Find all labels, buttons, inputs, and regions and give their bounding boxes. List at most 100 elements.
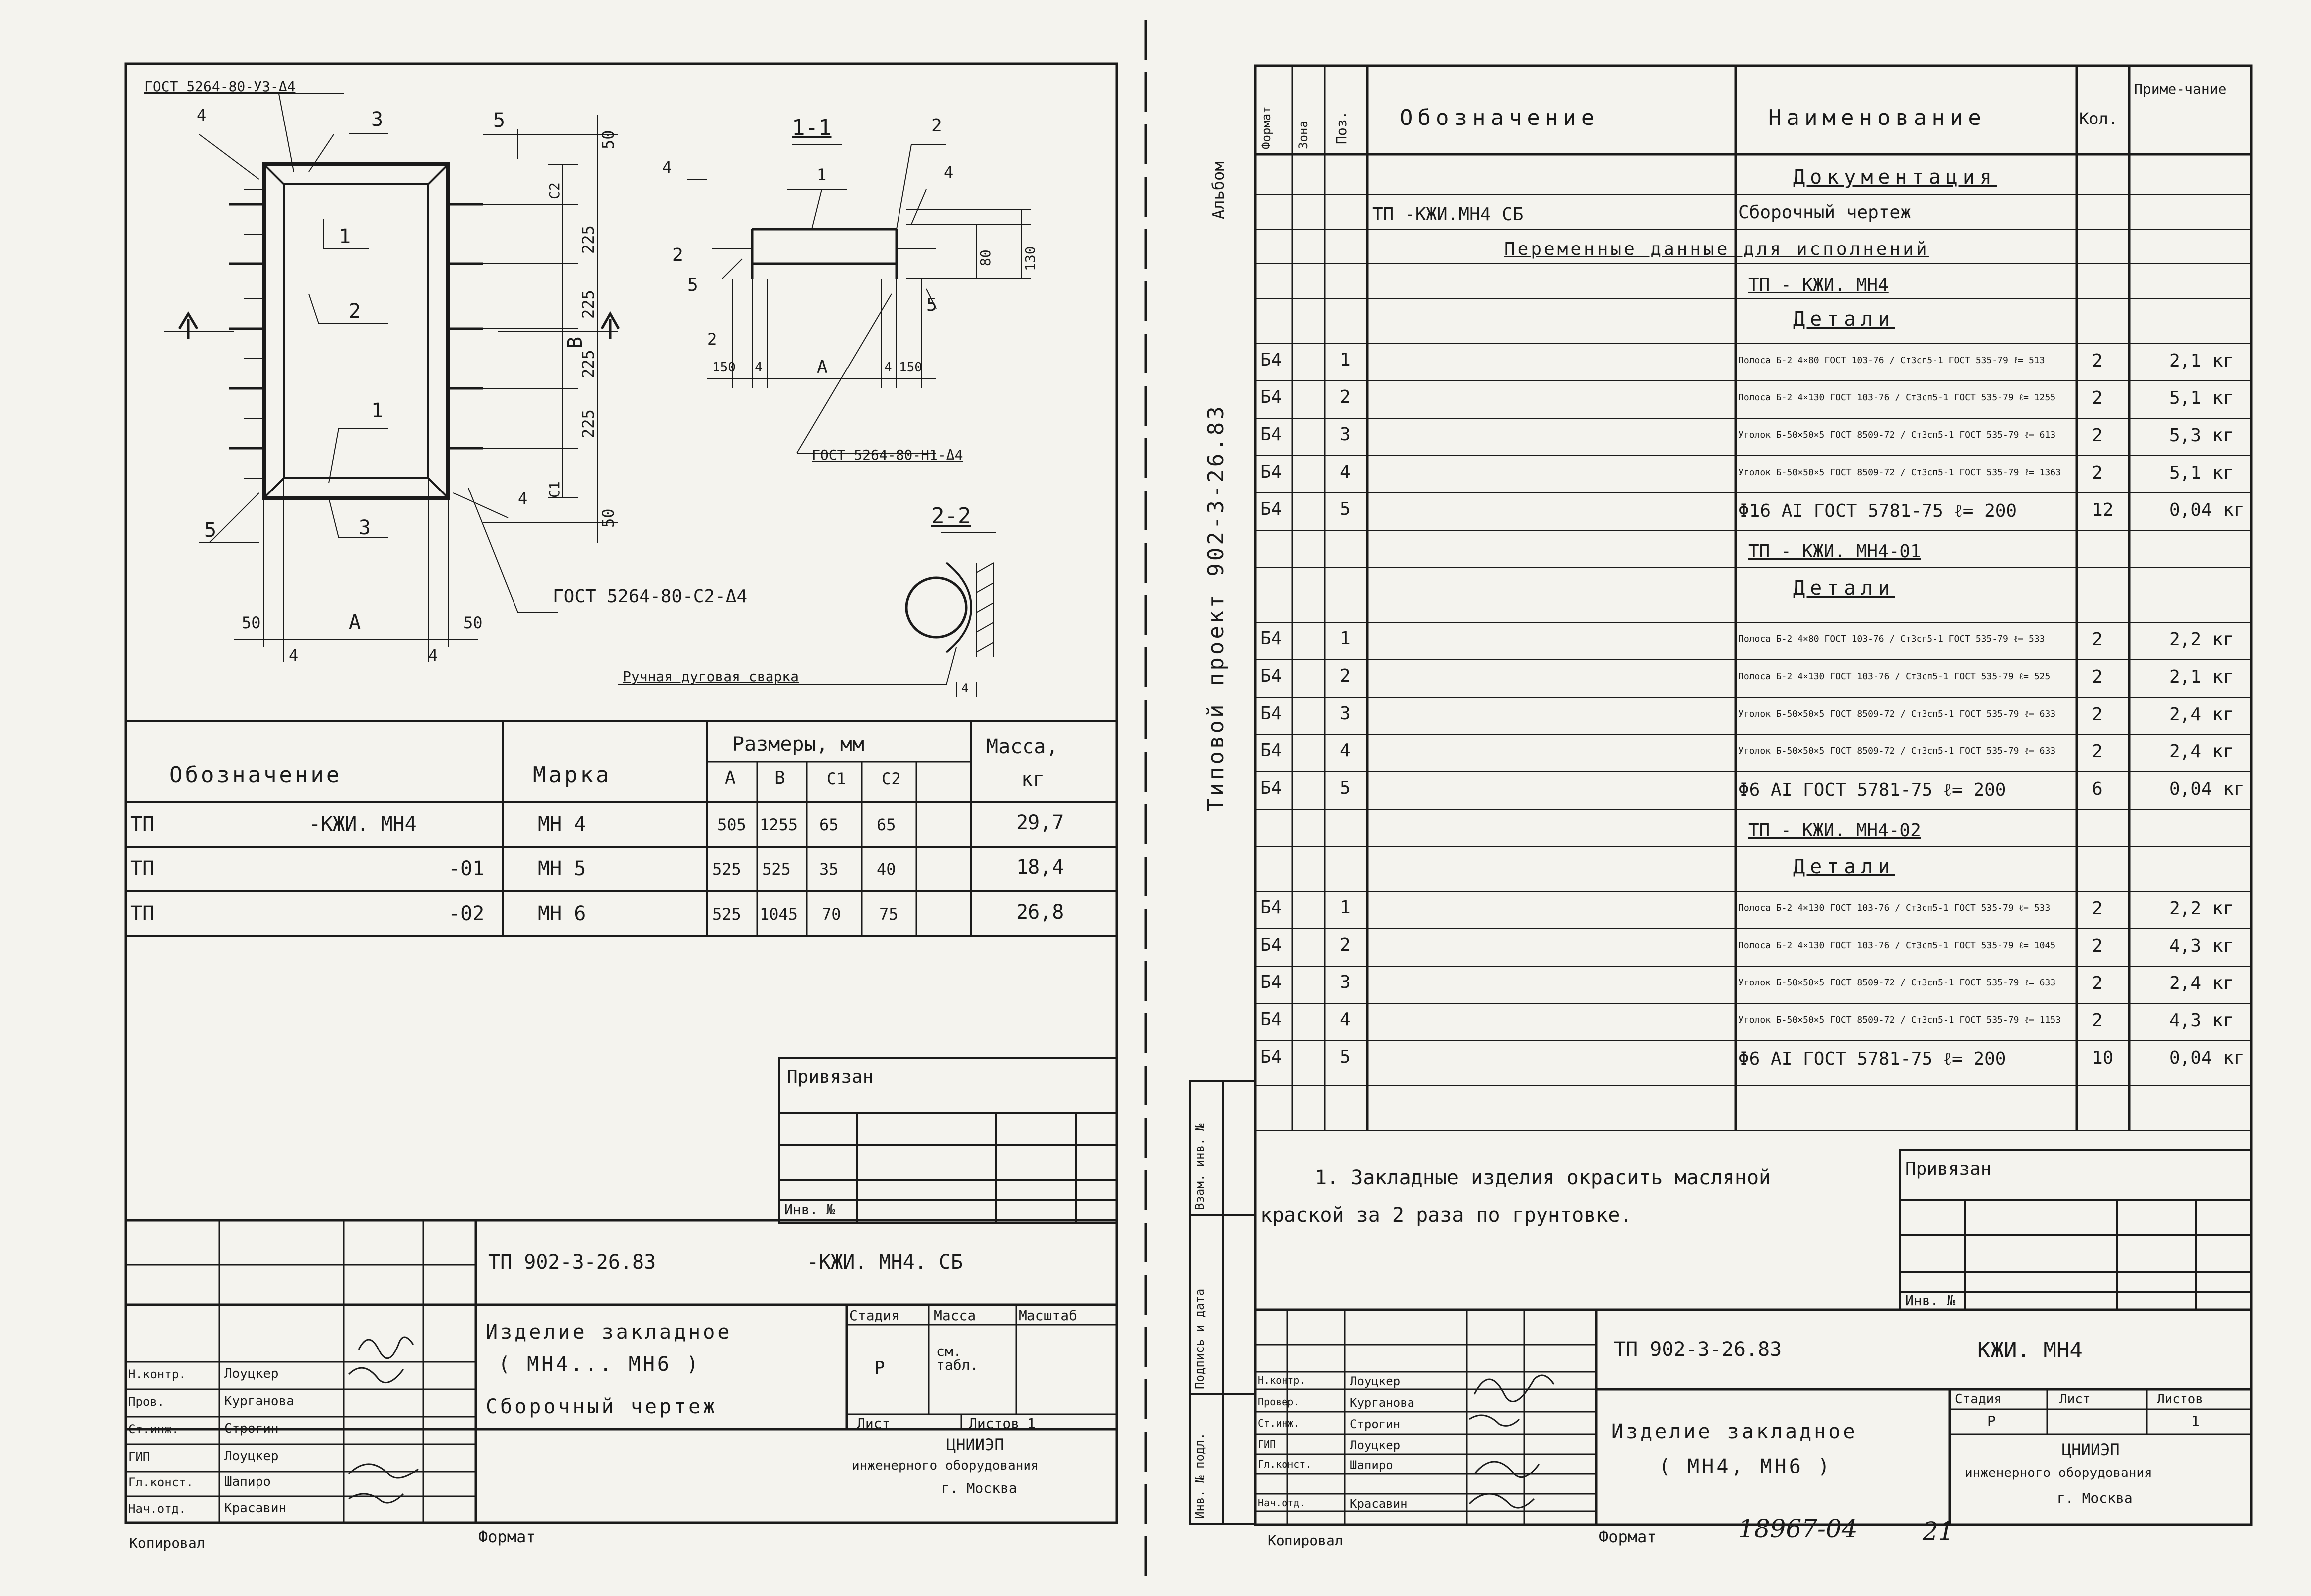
role-label: Пров.: [128, 1395, 165, 1409]
org-dept-left: инженерного оборудования: [852, 1458, 1039, 1473]
dim-50-right: 50: [463, 614, 483, 632]
signatory-name: Курганова: [224, 1394, 294, 1409]
role-label: Провер.: [1258, 1396, 1300, 1408]
sheets-value-right: 1: [2191, 1413, 2200, 1429]
table-header-c1: C1: [827, 769, 846, 788]
dim-4-right: 4: [428, 646, 438, 665]
spec-format-cell: Б4: [1260, 935, 1282, 955]
signatory-name: Лоуцкер: [224, 1366, 279, 1381]
org-city-left: г. Москва: [941, 1480, 1017, 1496]
spec-qty-cell: 2: [2092, 936, 2103, 956]
row-mark: МН 6: [538, 902, 586, 925]
org-city-right: г. Москва: [2057, 1490, 2133, 1506]
signatory-name: Курганова: [1350, 1396, 1415, 1410]
spec-note-cell: 0,04 кг: [2169, 1048, 2245, 1068]
spec-pos-cell: 3: [1340, 424, 1351, 445]
dim-b-plan: B: [564, 336, 587, 349]
row-mass: 29,7: [1016, 811, 1064, 834]
spec-note-cell: 2,4 кг: [2169, 704, 2234, 725]
spec-name-cell: Полоса Б-2 4×130 ГОСТ 103-76 / Ст3сп5-1 …: [1738, 392, 2056, 403]
pos-5-lower-label: 5: [204, 519, 217, 542]
bound-box-inv-left: Инв. №: [784, 1201, 835, 1218]
spec-pos-cell: 5: [1340, 1047, 1351, 1067]
spec-name-cell: Сборочный чертеж: [1738, 202, 1911, 223]
role-label: Н.контр.: [128, 1367, 186, 1381]
spec-pos-cell: 1: [1340, 628, 1351, 649]
stage-value-right: Р: [1987, 1413, 1996, 1429]
format-label-right: Формат: [1599, 1527, 1657, 1546]
spec-header-format: Формат: [1259, 106, 1273, 149]
title-block-code-suffix-right: КЖИ. МН4: [1977, 1338, 2083, 1363]
spec-name-cell: Уголок Б-50×50×5 ГОСТ 8509-72 / Ст3сп5-1…: [1738, 746, 2056, 756]
pos-1-lower-label: 1: [371, 399, 384, 422]
signatory-name: Лоуцкер: [224, 1449, 279, 1464]
stage-label-right: Стадия: [1955, 1392, 2002, 1407]
spec-format-cell: Б4: [1260, 350, 1282, 370]
dim-4-left: 4: [289, 646, 299, 665]
item-title-right: Изделие закладное: [1611, 1420, 1858, 1443]
row-mass: 18,4: [1016, 856, 1064, 879]
spec-pos-cell: 2: [1340, 387, 1351, 407]
spec-name-cell: Полоса Б-2 4×130 ГОСТ 103-76 / Ст3сп5-1 …: [1738, 903, 2051, 913]
item-title-left: Изделие закладное: [486, 1321, 732, 1344]
pos-4-section: 4: [662, 158, 672, 177]
stage-label-left: Стадия: [849, 1307, 900, 1324]
spec-format-cell: Б4: [1260, 778, 1282, 798]
spec-note-cell: 4,3 кг: [2169, 936, 2234, 956]
spec-qty-cell: 10: [2092, 1048, 2114, 1068]
section-pos-2: 2: [931, 116, 942, 136]
section-pos-4: 4: [944, 163, 954, 182]
section-1-1-label: 1-1: [792, 115, 832, 140]
spec-name-cell: Полоса Б-2 4×130 ГОСТ 103-76 / Ст3сп5-1 …: [1738, 940, 2056, 951]
row-c1: 65: [819, 815, 839, 834]
table-header-mass: Масса,: [986, 736, 1058, 758]
spec-format-cell: Б4: [1260, 740, 1282, 761]
row-c2: 65: [877, 815, 896, 834]
spec-pos-cell: 4: [1340, 1009, 1351, 1030]
weld-corner-label: ГОСТ 5264-80-С2-Δ4: [553, 586, 748, 607]
spec-name-cell: Φ16 AI ГОСТ 5781-75 ℓ= 200: [1738, 501, 2017, 521]
spec-name-cell: Уголок Б-50×50×5 ГОСТ 8509-72 / Ст3сп5-1…: [1738, 430, 2056, 440]
dim-225-2: 225: [579, 290, 598, 319]
spec-header-name: Наименование: [1768, 105, 1986, 130]
spec-note-cell: 5,3 кг: [2169, 425, 2234, 446]
row-b: 525: [762, 860, 791, 879]
spec-pos-cell: 5: [1340, 499, 1351, 519]
role-label: Ст.инж.: [1258, 1417, 1300, 1429]
pos-2-label: 2: [349, 300, 361, 323]
spec-pos-cell: 5: [1340, 778, 1351, 798]
row-mass: 26,8: [1016, 901, 1064, 924]
section-dim-130: 130: [1022, 246, 1038, 271]
spec-name-cell: Φ6 AI ГОСТ 5781-75 ℓ= 200: [1738, 1049, 2006, 1069]
spec-qty-cell: 2: [2092, 388, 2103, 408]
doc-type-left: Сборочный чертеж: [486, 1395, 718, 1418]
spec-row-lines: [1255, 194, 2251, 1131]
spec-qty-cell: 6: [2092, 779, 2103, 799]
title-block-code-right: ТП 902-3-26.83: [1614, 1338, 1782, 1361]
spec-header-designation: Обозначение: [1400, 105, 1600, 130]
spec-pos-cell: 3: [1340, 972, 1351, 992]
spec-format-cell: Б4: [1260, 703, 1282, 724]
spec-name-cell: Уголок Б-50×50×5 ГОСТ 8509-72 / Ст3сп5-1…: [1738, 978, 2056, 988]
scale-label-left: Масштаб: [1019, 1307, 1078, 1324]
spec-qty-cell: 2: [2092, 667, 2103, 687]
role-label: Ст.инж.: [128, 1422, 179, 1436]
signatory-name: Красавин: [1350, 1497, 1408, 1511]
dim-c1-plan: C1: [546, 481, 563, 498]
sheet-label-left: Лист: [857, 1415, 891, 1432]
item-title-2-right: ( МН4, МН6 ): [1659, 1455, 1832, 1478]
spec-format-cell: Б4: [1260, 462, 1282, 482]
signatory-name: Строгин: [224, 1421, 279, 1436]
section-dim-150-right: 150: [899, 360, 922, 375]
dim-225-1: 225: [579, 225, 598, 254]
org-name-left: ЦНИИЭП: [946, 1435, 1004, 1454]
spec-note-cell: 2,1 кг: [2169, 351, 2234, 371]
table-header-c2: C2: [882, 769, 901, 788]
section-pos-2-left: 2: [672, 245, 683, 265]
spec-format-cell: Б4: [1260, 387, 1282, 407]
role-label: Нач.отд.: [1258, 1497, 1306, 1509]
sheets-label-right: Листов: [2157, 1392, 2203, 1407]
spec-qty-cell: 2: [2092, 973, 2103, 993]
spec-designation-cell: ТП -КЖИ.МН4 СБ: [1372, 204, 1524, 225]
